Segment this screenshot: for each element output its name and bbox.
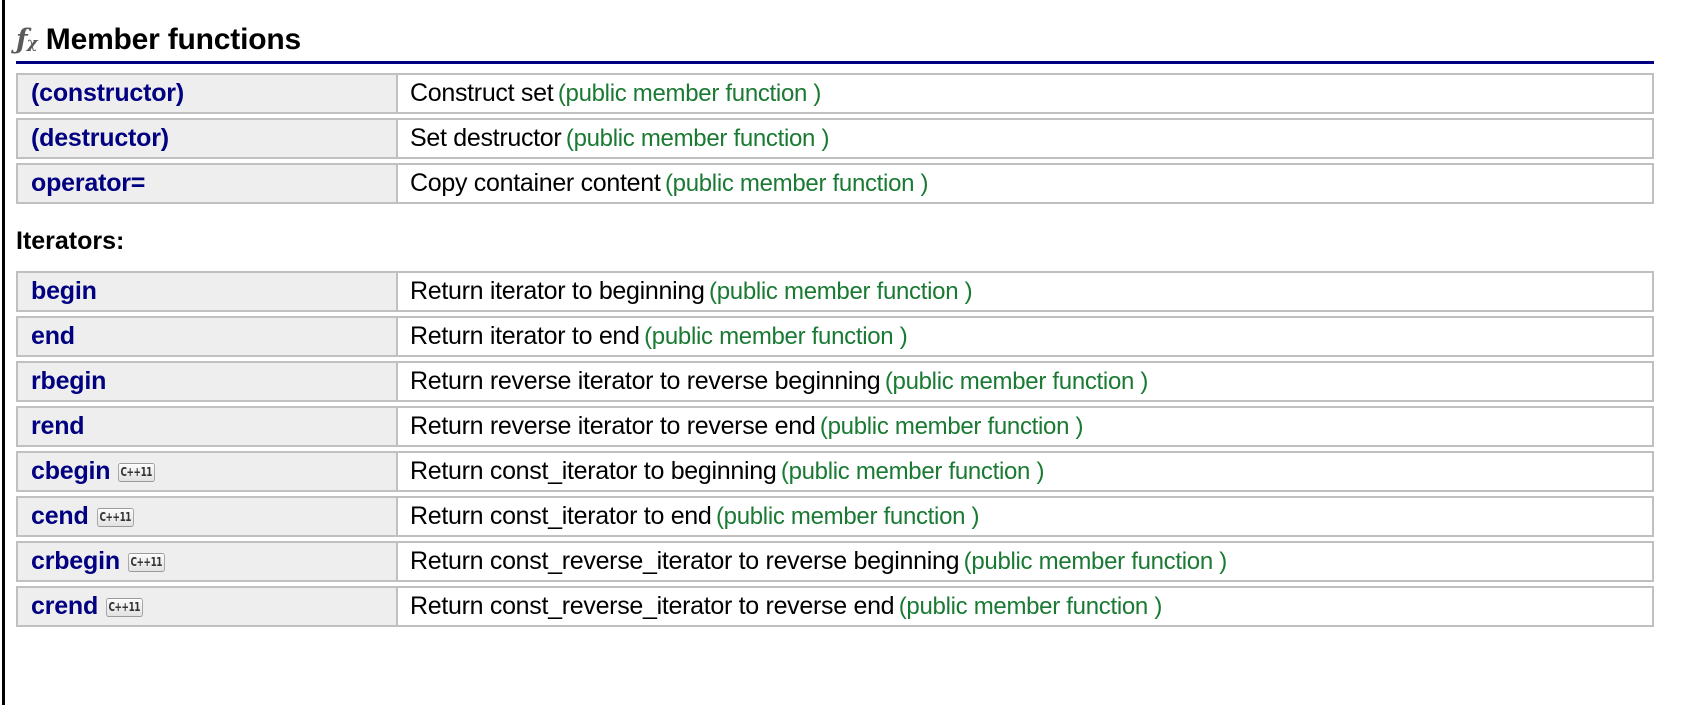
function-kind-text: (public member function ) (963, 548, 1228, 575)
function-kind-text: (public member function ) (884, 368, 1149, 395)
function-description-cell: Return reverse iterator to reverse begin… (396, 361, 1654, 402)
function-description-cell: Return reverse iterator to reverse end (… (396, 406, 1654, 447)
function-name-cell: (constructor) (16, 73, 396, 114)
function-name-link[interactable]: operator= (31, 169, 146, 197)
function-name-link[interactable]: rbegin (31, 367, 107, 395)
cpp11-badge-icon: C++11 (127, 553, 165, 572)
function-name-cell: rbegin (16, 361, 396, 402)
function-description-text: Return const_iterator to beginning (410, 457, 777, 485)
function-description-cell: Return const_reverse_iterator to reverse… (396, 586, 1654, 627)
function-kind-text: (public member function ) (557, 80, 822, 107)
table-row: end Return iterator to end (public member… (16, 316, 1654, 357)
function-description-text: Return reverse iterator to reverse end (410, 412, 816, 440)
table-row: crbegin C++11 Return const_reverse_iterato… (16, 541, 1654, 582)
function-name-cell: cend C++11 (16, 496, 396, 537)
function-description-text: Return const_iterator to end (410, 502, 712, 530)
function-name-link[interactable]: cbegin (31, 457, 111, 485)
section-heading-iterators: Iterators: (16, 227, 125, 255)
sections-container: (constructor) Construct set (public membe… (16, 69, 1666, 631)
function-name-cell: cbegin C++11 (16, 451, 396, 492)
function-name-cell: begin (16, 271, 396, 312)
cpp11-badge-icon: C++11 (106, 598, 143, 617)
function-description-text: Construct set (410, 79, 554, 107)
table-row: cbegin C++11 Return const_iterator to begi… (16, 451, 1654, 492)
function-description-cell: Return iterator to end (public member fu… (396, 316, 1654, 357)
table-row: begin Return iterator to beginning (publi… (16, 271, 1654, 312)
function-name-link[interactable]: crend (31, 592, 99, 620)
function-name-cell: (destructor) (16, 118, 396, 159)
page-title-row: ƒᵪ Member functions (16, 0, 1666, 57)
function-name-link[interactable]: rend (31, 412, 85, 440)
table-row: (constructor) Construct set (public membe… (16, 73, 1654, 114)
function-name-cell: crend C++11 (16, 586, 396, 627)
function-name-cell: crbegin C++11 (16, 541, 396, 582)
function-name-cell: end (16, 316, 396, 357)
function-description-cell: Return iterator to beginning (public mem… (396, 271, 1654, 312)
table-row: operator= Copy container content (public … (16, 163, 1654, 204)
function-description-cell: Copy container content (public member fu… (396, 163, 1654, 204)
function-name-link[interactable]: crbegin (31, 547, 120, 575)
function-table-iterators: begin Return iterator to beginning (publi… (16, 267, 1654, 631)
function-table-member-functions: (constructor) Construct set (public membe… (16, 69, 1654, 208)
function-description-text: Copy container content (410, 169, 661, 197)
function-kind-text: (public member function ) (819, 413, 1084, 440)
function-description-text: Return const_reverse_iterator to reverse… (410, 547, 960, 575)
function-name-cell: operator= (16, 163, 396, 204)
function-name-cell: rend (16, 406, 396, 447)
function-description-cell: Construct set (public member function ) (396, 73, 1654, 114)
function-kind-text: (public member function ) (898, 593, 1163, 620)
table-row: crend C++11 Return const_reverse_iterator … (16, 586, 1654, 627)
title-divider (16, 61, 1654, 64)
function-name-link[interactable]: begin (31, 277, 97, 305)
function-name-link[interactable]: end (31, 322, 75, 350)
function-kind-text: (public member function ) (664, 170, 929, 197)
function-description-text: Set destructor (410, 124, 562, 152)
function-name-link[interactable]: cend (31, 502, 89, 530)
function-name-link[interactable]: (destructor) (31, 124, 169, 152)
function-name-link[interactable]: (constructor) (31, 79, 184, 107)
function-description-text: Return reverse iterator to reverse begin… (410, 367, 881, 395)
function-kind-text: (public member function ) (715, 503, 980, 530)
page-left-edge-rule (2, 0, 5, 705)
table-row: cend C++11 Return const_iterator to end (p… (16, 496, 1654, 537)
function-description-cell: Return const_reverse_iterator to reverse… (396, 541, 1654, 582)
fx-icon: ƒᵪ (16, 24, 38, 55)
table-row: rbegin Return reverse iterator to reverse… (16, 361, 1654, 402)
function-description-text: Return iterator to end (410, 322, 640, 350)
function-description-text: Return const_reverse_iterator to reverse… (410, 592, 895, 620)
function-kind-text: (public member function ) (709, 278, 973, 305)
function-kind-text: (public member function ) (644, 323, 908, 350)
function-kind-text: (public member function ) (780, 458, 1045, 485)
function-description-cell: Set destructor (public member function ) (396, 118, 1654, 159)
function-kind-text: (public member function ) (565, 125, 830, 152)
function-description-cell: Return const_iterator to beginning (publ… (396, 451, 1654, 492)
cpp11-badge-icon: C++11 (118, 463, 155, 482)
table-row: rend Return reverse iterator to reverse e… (16, 406, 1654, 447)
table-row: (destructor) Set destructor (public membe… (16, 118, 1654, 159)
function-description-text: Return iterator to beginning (410, 277, 705, 305)
cpp11-badge-icon: C++11 (96, 508, 134, 527)
function-description-cell: Return const_iterator to end (public mem… (396, 496, 1654, 537)
page-title: Member functions (45, 23, 301, 56)
